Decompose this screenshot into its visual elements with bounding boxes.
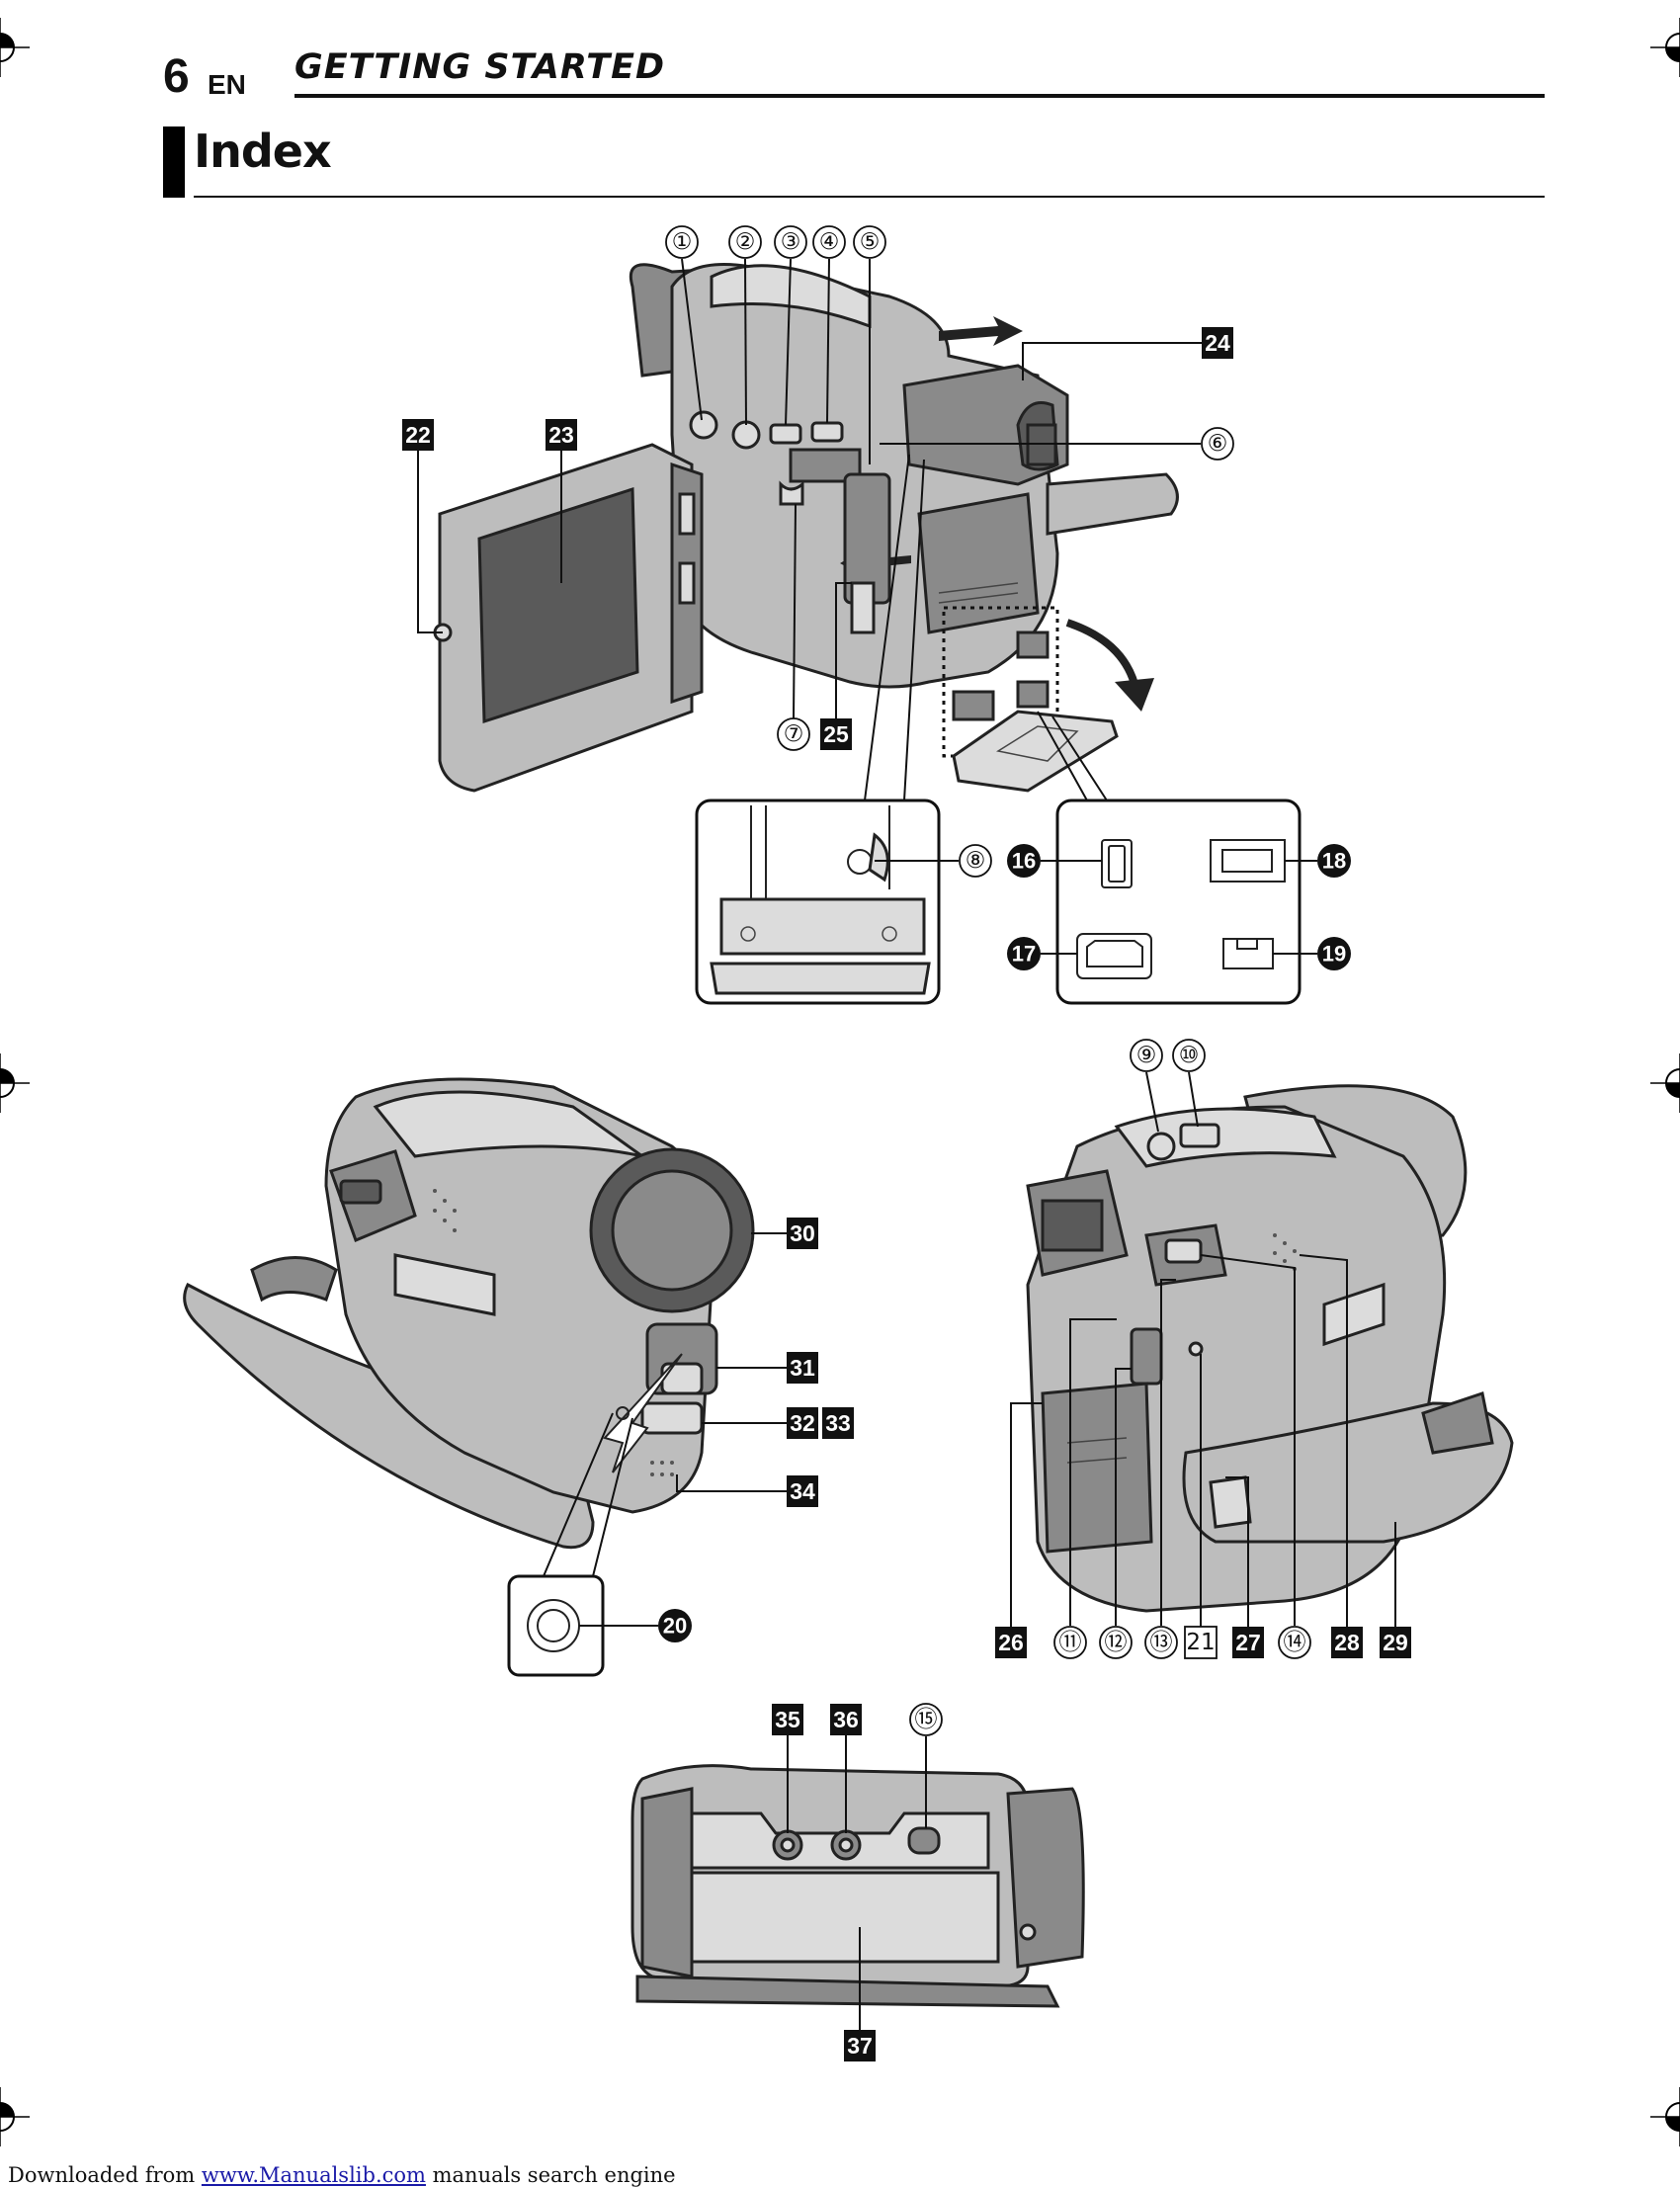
title-bar — [163, 126, 185, 198]
callout-23: 23 — [546, 419, 577, 583]
callout-24: 24 — [1022, 327, 1233, 380]
callout-28: 28 — [1299, 1254, 1363, 1658]
footer-prefix: Downloaded from — [8, 2163, 202, 2187]
registration-mark-icon — [1650, 1053, 1680, 1113]
footer-line: Downloaded from www.Manualslib.com manua… — [8, 2164, 676, 2186]
svg-text:19: 19 — [1322, 942, 1346, 967]
callout-20: 20 — [579, 1609, 692, 1642]
svg-text:27: 27 — [1235, 1630, 1261, 1655]
camcorder-bottom-view-illustration — [630, 1764, 1085, 2008]
callout-19: 19 — [1273, 937, 1351, 970]
svg-text:29: 29 — [1383, 1630, 1408, 1655]
registration-mark-icon — [1650, 2087, 1680, 2146]
manualslib-link[interactable]: www.Manualslib.com — [201, 2163, 426, 2187]
svg-text:⑧: ⑧ — [966, 848, 986, 874]
callout-16: 16 — [1007, 844, 1102, 878]
svg-text:⑪: ⑪ — [1059, 1630, 1082, 1655]
callout-30: 30 — [751, 1218, 818, 1249]
svg-text:25: 25 — [823, 721, 849, 747]
svg-text:22: 22 — [405, 422, 431, 448]
callout-4: ④ — [812, 225, 846, 424]
callout-34: 34 — [676, 1474, 818, 1507]
header-rule — [294, 94, 1545, 98]
svg-text:36: 36 — [833, 1707, 859, 1732]
svg-text:⑮: ⑮ — [915, 1707, 938, 1732]
callout-18: 18 — [1285, 844, 1351, 878]
registration-mark-icon — [1650, 18, 1680, 77]
camcorder-rear-view-illustration — [1026, 1084, 1514, 1613]
connector-detail-illustration — [1076, 839, 1286, 979]
callout-7: ⑦ — [777, 503, 810, 751]
svg-text:⑨: ⑨ — [1136, 1043, 1157, 1068]
callout-15: ⑮ — [909, 1703, 943, 1828]
callout-29: 29 — [1380, 1522, 1411, 1658]
svg-text:⑫: ⑫ — [1105, 1630, 1128, 1655]
callout-17: 17 — [1007, 937, 1077, 970]
callout-10: ⑩ — [1172, 1039, 1206, 1128]
svg-text:30: 30 — [790, 1220, 815, 1246]
svg-text:34: 34 — [790, 1478, 815, 1504]
callout-12: ⑫ — [1099, 1368, 1133, 1659]
svg-text:⑥: ⑥ — [1208, 431, 1228, 457]
svg-text:20: 20 — [663, 1614, 687, 1639]
svg-text:31: 31 — [790, 1355, 815, 1381]
svg-text:33: 33 — [825, 1410, 851, 1436]
callout-25: 25 — [820, 582, 852, 750]
strap-mount-detail-illustration — [710, 805, 931, 995]
svg-text:④: ④ — [819, 229, 840, 255]
section-title: GETTING STARTED — [294, 47, 666, 87]
detail-box-connectors — [1055, 799, 1302, 1005]
callout-9: ⑨ — [1130, 1039, 1163, 1133]
callout-2: ② — [728, 225, 762, 426]
callout-6: ⑥ — [880, 427, 1234, 461]
callout-1: ① — [665, 225, 703, 421]
camcorder-lcd-open-illustration — [433, 263, 1179, 801]
callout-26: 26 — [995, 1402, 1043, 1658]
svg-text:35: 35 — [775, 1707, 800, 1732]
title-rule — [194, 196, 1545, 198]
svg-text:21: 21 — [1186, 1630, 1215, 1655]
svg-text:③: ③ — [781, 229, 801, 255]
svg-text:⑤: ⑤ — [860, 229, 881, 255]
camcorder-front-view-illustration — [183, 1077, 755, 1577]
callout-3: ③ — [774, 225, 807, 426]
svg-text:②: ② — [735, 229, 756, 255]
page-number: 6 — [163, 50, 190, 103]
svg-text:23: 23 — [548, 422, 574, 448]
callout-35: 35 — [772, 1704, 803, 1833]
svg-text:⑩: ⑩ — [1179, 1043, 1200, 1068]
svg-text:24: 24 — [1205, 330, 1230, 356]
callout-14: ⑭ — [1200, 1254, 1311, 1659]
callout-33: 33 — [822, 1407, 854, 1439]
callout-21: 21 — [1184, 1354, 1218, 1659]
callout-11: ⑪ — [1053, 1318, 1117, 1659]
page-language: EN — [208, 69, 246, 100]
callout-27: 27 — [1225, 1476, 1264, 1658]
svg-text:⑦: ⑦ — [784, 721, 804, 747]
svg-text:17: 17 — [1012, 942, 1036, 967]
callout-8: ⑧ — [875, 844, 992, 878]
svg-text:28: 28 — [1334, 1630, 1360, 1655]
callout-31: 31 — [716, 1352, 818, 1384]
callout-36: 36 — [830, 1704, 862, 1833]
svg-text:⑬: ⑬ — [1150, 1630, 1173, 1655]
svg-text:⑭: ⑭ — [1284, 1630, 1306, 1655]
svg-text:26: 26 — [998, 1630, 1024, 1655]
svg-text:18: 18 — [1322, 849, 1346, 874]
svg-text:16: 16 — [1012, 849, 1036, 874]
callout-13: ⑬ — [1144, 1279, 1178, 1659]
registration-mark-icon — [0, 18, 30, 77]
callout-22: 22 — [402, 419, 443, 633]
svg-text:①: ① — [672, 229, 693, 255]
callout-5: ⑤ — [853, 225, 886, 464]
svg-text:37: 37 — [847, 2033, 873, 2059]
callout-37: 37 — [844, 1927, 876, 2061]
registration-mark-icon — [0, 1053, 30, 1113]
page-title: Index — [194, 125, 332, 178]
footer-suffix: manuals search engine — [425, 2163, 676, 2187]
svg-text:32: 32 — [790, 1410, 815, 1436]
callout-32: 32 — [702, 1407, 818, 1439]
registration-mark-icon — [0, 2087, 30, 2146]
